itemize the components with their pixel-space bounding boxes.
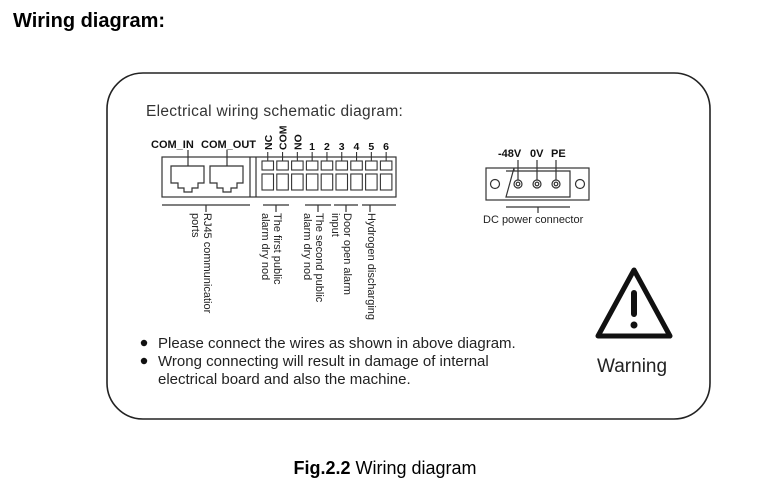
notes-list: Please connect the wires as shown in abo…	[140, 335, 516, 388]
terminal-label-4: 4	[354, 141, 360, 153]
warning-label: Warning	[597, 356, 667, 377]
figure-caption: Fig.2.2 Wiring diagram	[0, 458, 770, 479]
terminal-slot-4	[320, 173, 334, 191]
terminal-slot-6	[350, 173, 363, 191]
dc-pin-label-pe: PE	[551, 148, 566, 160]
terminal-cap-6	[350, 160, 363, 171]
note-1: Please connect the wires as shown in abo…	[158, 335, 516, 352]
terminal-cap-2	[291, 160, 304, 171]
terminal-slot-8	[379, 173, 393, 191]
rj45-port-com-in	[170, 150, 205, 193]
figure-caption-text: Wiring diagram	[350, 458, 477, 478]
terminal-cap-7	[365, 160, 378, 171]
terminal-label-no: NO	[292, 134, 304, 150]
panel-border	[106, 72, 711, 420]
figure-number: Fig.2.2	[293, 458, 351, 478]
terminal-cap-0	[261, 160, 275, 171]
callout-brackets	[162, 204, 396, 212]
terminal-label-com: COM	[278, 125, 290, 150]
callout-second-alarm-line2: alarm dry nod	[301, 213, 313, 280]
note-2: Wrong connecting will result in damage o…	[158, 353, 489, 370]
terminal-slot-0	[261, 173, 275, 191]
callout-rj45-line1: RJ45 communicatior	[201, 213, 213, 314]
terminal-slot-3	[305, 173, 319, 191]
warning-icon	[595, 267, 673, 339]
terminal-cap-3	[305, 160, 319, 171]
section-heading: Wiring diagram:	[13, 10, 166, 32]
dc-pin-label-neg48v: -48V	[498, 148, 522, 160]
terminal-label-3: 3	[339, 141, 345, 153]
bullet-icon	[140, 339, 148, 347]
dc-power-connector: -48V 0V PE DC power connector	[483, 148, 590, 226]
terminal-cap-1	[276, 160, 289, 171]
callout-rj45-line2: ports	[189, 213, 201, 238]
terminal-cap-5	[335, 160, 349, 171]
callout-first-alarm-line1: The first public	[271, 213, 283, 285]
terminal-label-2: 2	[324, 141, 330, 153]
callout-door-line2: input	[329, 213, 341, 237]
connector-block	[161, 150, 397, 198]
callout-hydrogen: Hydrogen discharging	[365, 213, 377, 320]
terminal-label-6: 6	[383, 141, 389, 153]
terminal-slot-2	[291, 173, 304, 191]
terminal-label-nc: NC	[263, 134, 275, 150]
terminal-slot-7	[365, 173, 378, 191]
rj45-port-com-out	[209, 150, 244, 193]
terminal-cap-8	[379, 160, 393, 171]
terminal-label-1: 1	[309, 141, 315, 153]
com-out-label: COM_OUT	[201, 139, 256, 151]
terminal-label-5: 5	[368, 141, 374, 153]
com-in-label: COM_IN	[151, 139, 194, 151]
callout-second-alarm-line1: The second public	[313, 213, 325, 303]
callout-first-alarm-line2: alarm dry nod	[259, 213, 271, 280]
dc-pin-label-0v: 0V	[530, 148, 544, 160]
dc-connector-label: DC power connector	[483, 214, 584, 226]
terminal-cap-4	[320, 160, 334, 171]
terminal-slot-5	[335, 173, 349, 191]
terminal-block	[261, 152, 393, 191]
bullet-icon	[140, 357, 148, 365]
terminal-slot-1	[276, 173, 289, 191]
callout-door-line1: Door open alarm	[341, 213, 353, 295]
note-2-continued: electrical board and also the machine.	[158, 371, 411, 388]
schematic-title: Electrical wiring schematic diagram:	[146, 103, 403, 120]
